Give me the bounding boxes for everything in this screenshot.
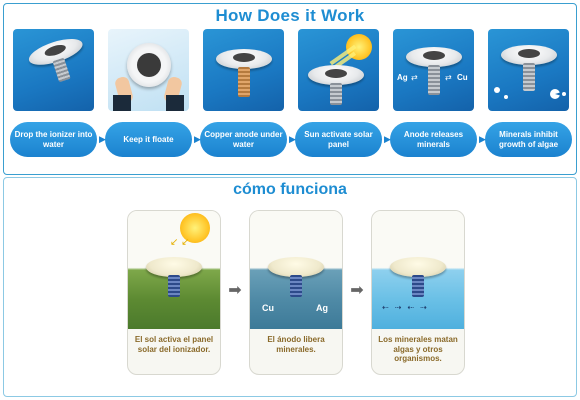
- silver-ion-label: Ag: [397, 73, 408, 82]
- step-image-copper: [203, 29, 284, 111]
- chevron-right-icon: ▶: [384, 134, 391, 144]
- card-sun-caption: El sol activa el panel solar del ionizad…: [134, 335, 214, 354]
- step-image-inhibit: [488, 29, 569, 111]
- chevron-right-icon: ▶: [194, 134, 201, 144]
- sun-icon: [180, 213, 210, 243]
- water-scene: Cu Ag: [250, 211, 342, 329]
- como-funciona-title: cómo funciona: [233, 181, 347, 198]
- ionizer-top-icon: [127, 43, 171, 87]
- card-anode-caption: El ánodo libera minerales.: [267, 335, 325, 354]
- card-minerals-caption: Los minerales matan algas y otros organi…: [378, 335, 458, 364]
- copper-ion-label: Cu: [457, 73, 468, 82]
- how-it-works-title: How Does it Work: [215, 6, 365, 25]
- card-anode: Cu Ag El ánodo libera minerales.: [249, 210, 343, 375]
- step-label-sun: Sun activate solar panel: [295, 122, 382, 157]
- card-sun: ↙ ↙ El sol activa el panel solar del ion…: [127, 210, 221, 375]
- chevron-right-icon: ▶: [289, 134, 296, 144]
- chevron-right-icon: ▶: [479, 134, 486, 144]
- step-image-sun: [298, 29, 379, 111]
- arrow-right-icon: ➡: [228, 282, 242, 299]
- copper-ion-label: Cu: [262, 303, 274, 313]
- step-label-release: Anode releases minerals: [390, 122, 477, 157]
- step-image-drop: [13, 29, 94, 111]
- silver-ion-label: Ag: [316, 303, 328, 313]
- card-minerals: ⇠⇢⇠⇢ Los minerales matan algas y otros o…: [371, 210, 465, 375]
- step-label-inhibit: Minerals inhibit growth of algae: [485, 122, 572, 157]
- how-it-works-panel: How Does it Work Drop the ionizer into w…: [3, 3, 577, 175]
- arrow-right-icon: ➡: [350, 282, 364, 299]
- algae-water-scene: ↙ ↙: [128, 211, 220, 329]
- step-image-float: [108, 29, 189, 111]
- step-label-copper: Copper anode under water: [200, 122, 287, 157]
- clear-water-scene: ⇠⇢⇠⇢: [372, 211, 464, 329]
- step-label-drop: Drop the ionizer into water: [10, 122, 97, 157]
- como-funciona-panel: cómo funciona ↙ ↙ El sol activa el panel…: [3, 177, 577, 397]
- chevron-right-icon: ▶: [99, 134, 106, 144]
- step-image-release: Ag Cu ⇄ ⇄: [393, 29, 474, 111]
- pacman-icon: [550, 89, 560, 99]
- step-label-float: Keep it floate: [105, 122, 192, 157]
